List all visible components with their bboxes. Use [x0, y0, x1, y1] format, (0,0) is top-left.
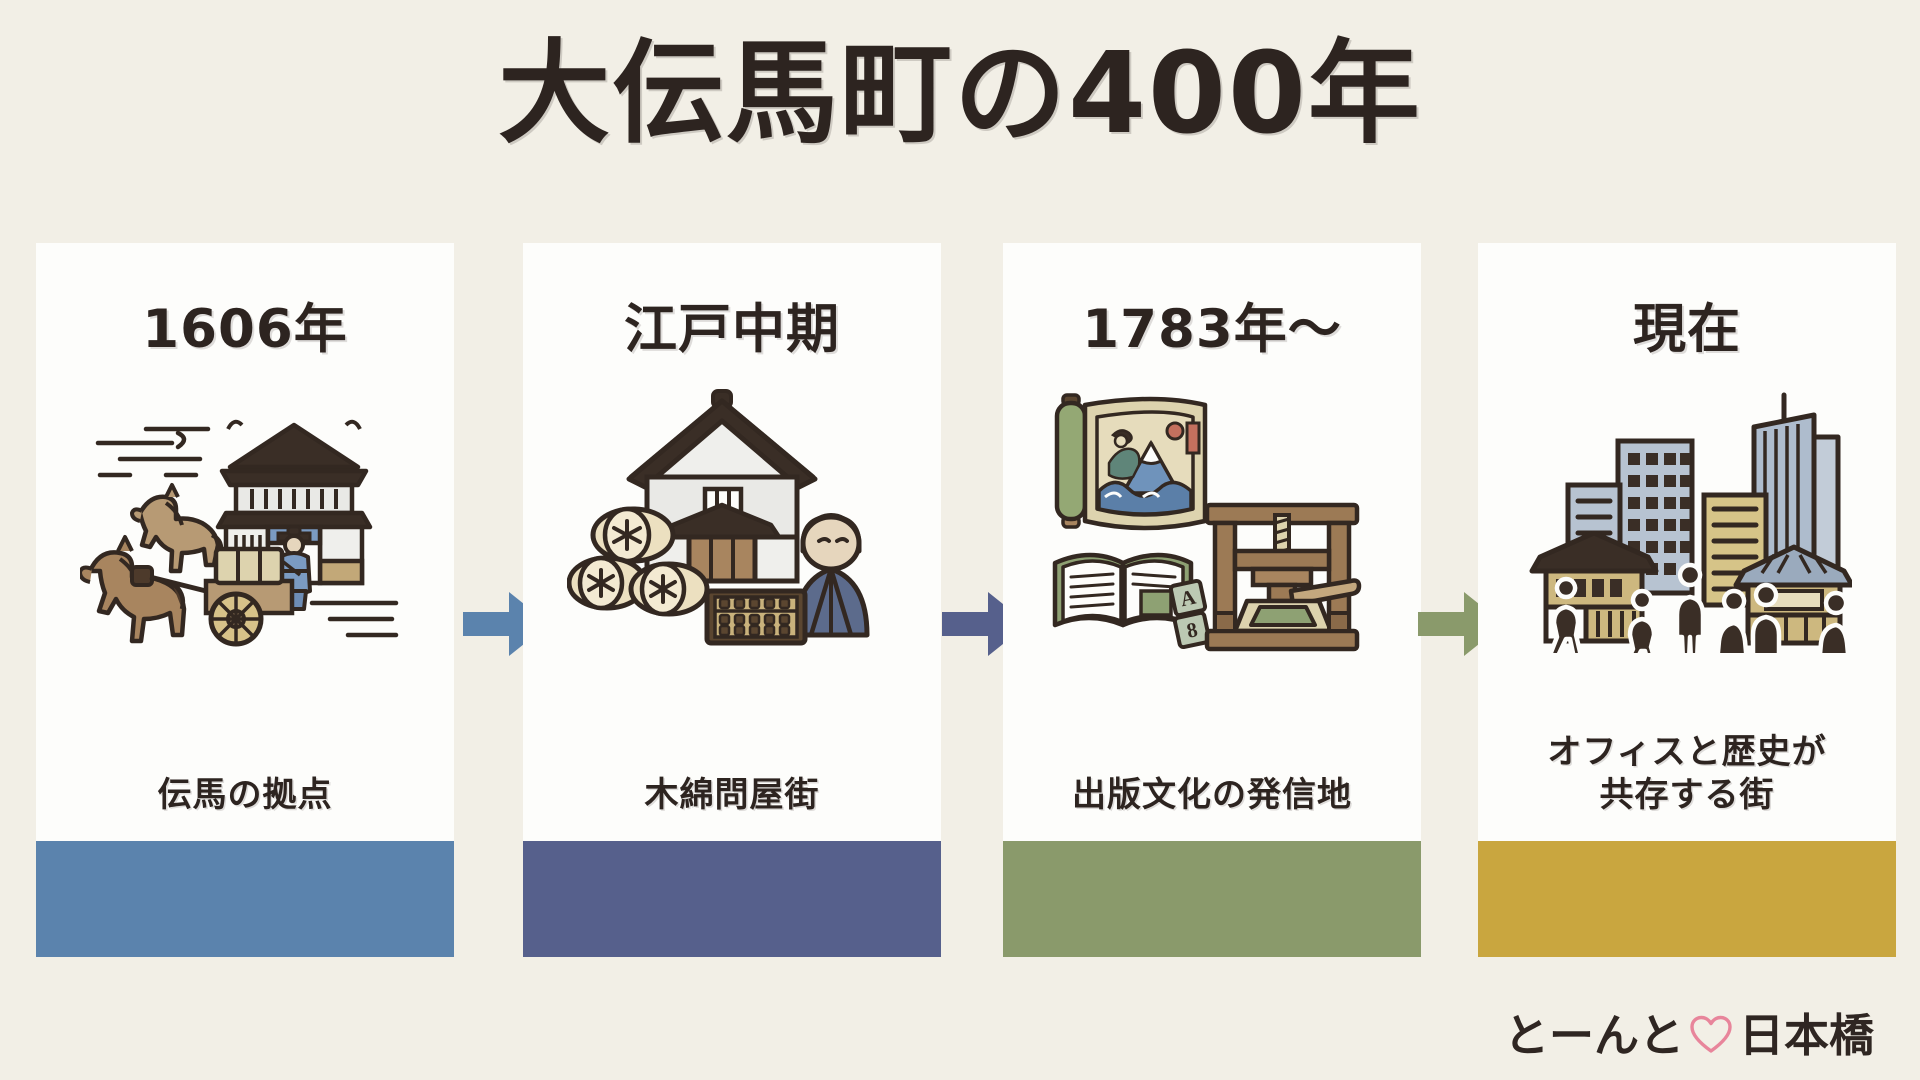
card-caption: 出版文化の発信地: [1072, 775, 1352, 816]
footer-logo: とーんと 日本橋: [1504, 999, 1874, 1064]
timeline-card-edo-mid[interactable]: 江戸中期: [523, 243, 941, 957]
timeline-row: 1606年: [0, 243, 1920, 963]
card-color-band: [1003, 841, 1421, 957]
card-year-label: 現在: [1633, 299, 1741, 360]
cotton-bales-storehouse-illustration: [567, 385, 897, 653]
timeline-card-1606[interactable]: 1606年: [36, 243, 454, 957]
card-color-band: [523, 841, 941, 957]
ukiyoe-scroll-printing-press-illustration: A 8: [1047, 385, 1377, 653]
modern-city-traditional-buildings-illustration: [1522, 385, 1852, 653]
footer-logo-text-right: 日本橋: [1738, 1009, 1874, 1062]
card-caption: オフィスと歴史が 共存する街: [1547, 732, 1827, 816]
page-title: 大伝馬町の400年: [498, 29, 1422, 159]
footer-logo-text-left: とーんと: [1503, 1009, 1684, 1062]
card-year-label: 1606年: [142, 299, 348, 360]
card-color-band: [1478, 841, 1896, 957]
horse-cart-gate-illustration: [80, 385, 410, 653]
card-caption: 木綿問屋街: [644, 775, 820, 816]
heart-icon: [1690, 1014, 1732, 1056]
timeline-card-present[interactable]: 現在: [1478, 243, 1896, 957]
card-caption: 伝馬の拠点: [157, 775, 333, 816]
card-color-band: [36, 841, 454, 957]
timeline-card-1783[interactable]: 1783年～: [1003, 243, 1421, 957]
card-year-label: 江戸中期: [624, 299, 840, 360]
svg-text:8: 8: [1184, 617, 1199, 643]
card-year-label: 1783年～: [1082, 299, 1342, 360]
svg-text:A: A: [1178, 585, 1199, 612]
